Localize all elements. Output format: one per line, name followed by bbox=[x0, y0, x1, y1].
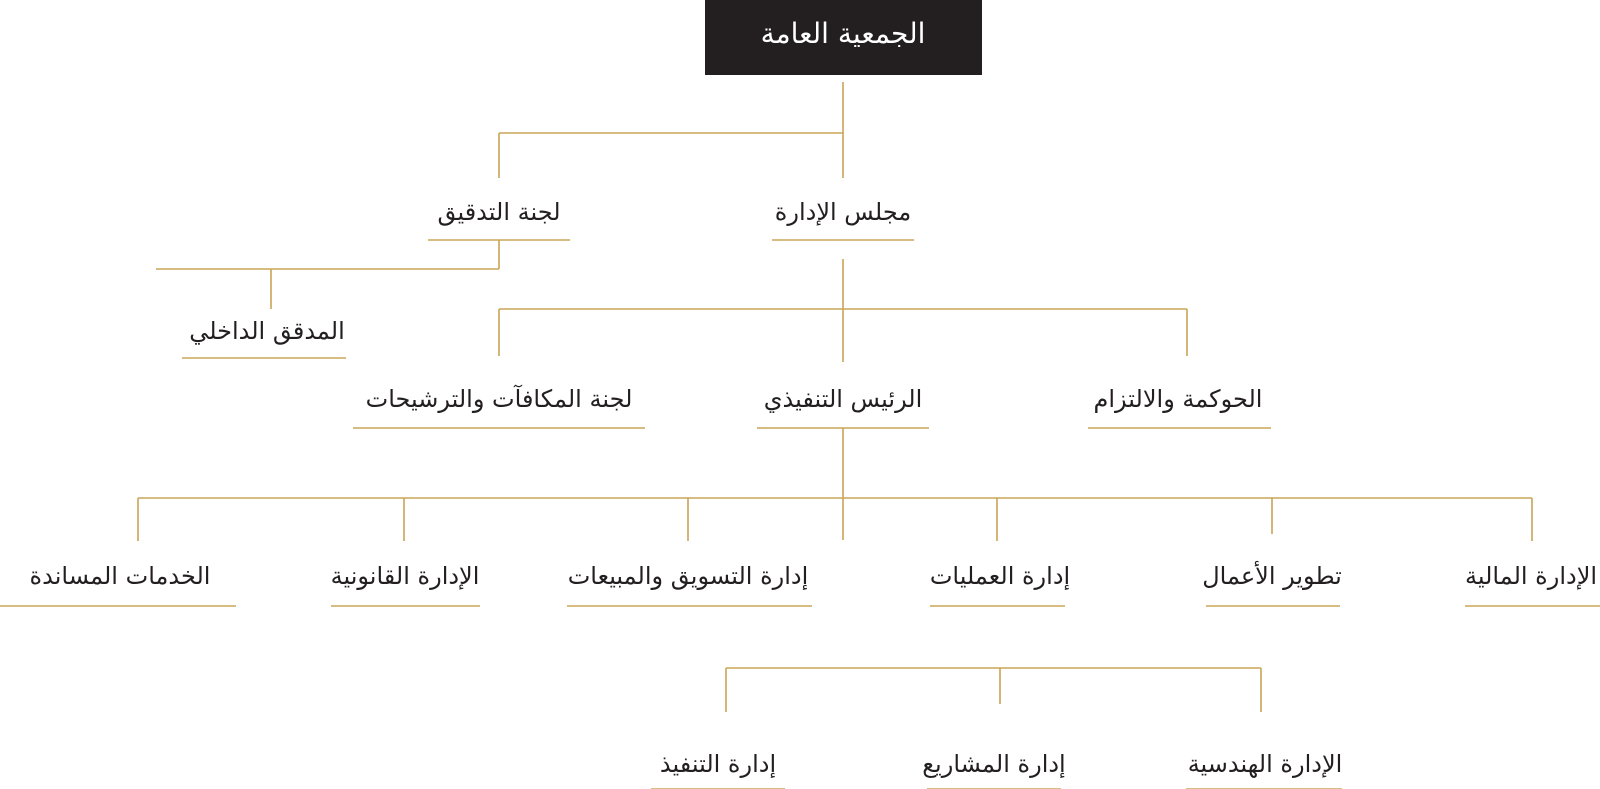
node-label: الحوكمة والالتزام bbox=[1094, 385, 1263, 413]
node-board-of-directors: مجلس الإدارة bbox=[772, 198, 914, 241]
node-support-services: الخدمات المساندة bbox=[0, 562, 236, 607]
node-business-development: تطوير الأعمال bbox=[1202, 561, 1342, 607]
node-remuneration-nominations: لجنة المكافآت والترشيحات bbox=[353, 384, 645, 429]
connector-lines bbox=[137, 82, 1533, 712]
node-label: لجنة المكافآت والترشيحات bbox=[366, 384, 633, 413]
node-label: الإدارة الهندسية bbox=[1188, 750, 1343, 778]
node-legal-department: الإدارة القانونية bbox=[331, 562, 480, 607]
node-label: إدارة التسويق والمبيعات bbox=[568, 562, 809, 591]
node-finance-department: الإدارة المالية bbox=[1465, 562, 1600, 607]
node-label: إدارة التنفيذ bbox=[660, 750, 776, 779]
node-audit-committee: لجنة التدقيق bbox=[428, 198, 570, 241]
node-governance-compliance: الحوكمة والالتزام bbox=[1088, 385, 1271, 429]
node-label: إدارة المشاريع bbox=[922, 750, 1065, 779]
node-label: الخدمات المساندة bbox=[30, 562, 211, 590]
node-label: تطوير الأعمال bbox=[1202, 561, 1342, 590]
node-projects-department: إدارة المشاريع bbox=[922, 750, 1066, 789]
node-label: الإدارة القانونية bbox=[331, 562, 480, 590]
root-box bbox=[705, 0, 982, 75]
node-ceo: الرئيس التنفيذي bbox=[757, 385, 929, 429]
node-execution-department: إدارة التنفيذ bbox=[651, 750, 785, 789]
node-engineering-department: الإدارة الهندسية bbox=[1186, 750, 1342, 789]
node-label: المدقق الداخلي bbox=[189, 317, 345, 345]
node-label: الجمعية العامة bbox=[761, 17, 926, 50]
node-internal-auditor: المدقق الداخلي bbox=[182, 317, 346, 359]
node-label: الرئيس التنفيذي bbox=[764, 385, 923, 413]
node-label: الإدارة المالية bbox=[1465, 562, 1597, 590]
node-marketing-sales: إدارة التسويق والمبيعات bbox=[567, 562, 812, 607]
node-general-assembly: الجمعية العامة bbox=[705, 0, 982, 75]
node-label: لجنة التدقيق bbox=[437, 198, 560, 226]
node-label: مجلس الإدارة bbox=[775, 198, 911, 226]
node-label: إدارة العمليات bbox=[930, 562, 1070, 591]
node-operations-department: إدارة العمليات bbox=[930, 562, 1070, 607]
